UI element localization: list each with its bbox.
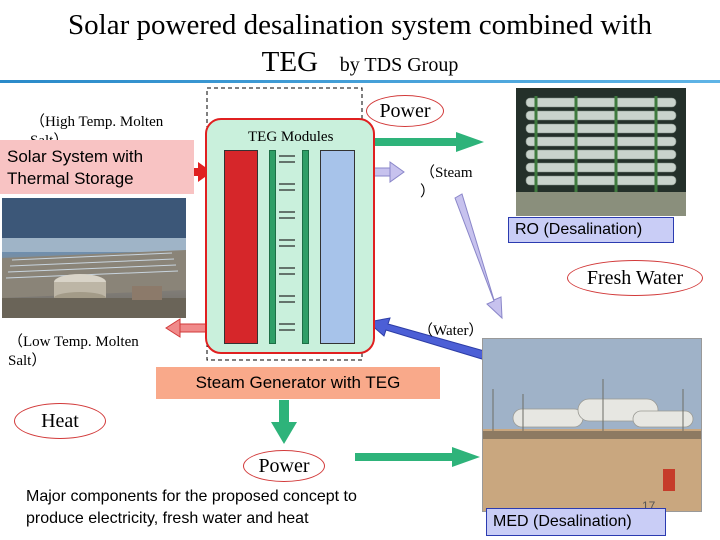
title-teg: TEG xyxy=(261,46,319,78)
med-label-box: MED (Desalination) xyxy=(486,508,666,536)
solar-system-box: Solar System with Thermal Storage xyxy=(0,140,194,194)
caption: Major components for the proposed concep… xyxy=(26,486,357,530)
teg-hot-plate xyxy=(224,150,258,344)
low-temp-label: （Low Temp. Molten Salt） xyxy=(8,334,139,369)
power-arrow-top xyxy=(360,132,484,152)
caption-line2: produce electricity, fresh water and hea… xyxy=(26,510,309,527)
heat-ellipse: Heat xyxy=(14,403,106,439)
slide-title-line1: Solar powered desalination system combin… xyxy=(68,9,652,41)
ro-label: RO (Desalination) xyxy=(515,221,643,238)
water-label: （Water） xyxy=(418,323,484,339)
med-photo xyxy=(482,338,702,512)
power-top-label: Power xyxy=(379,99,431,122)
power-arrow-down xyxy=(271,400,297,444)
steam-label: （Steam ） xyxy=(420,165,473,200)
power-top-ellipse: Power xyxy=(366,95,444,127)
teg-cold-plate xyxy=(320,150,355,344)
solar-system-label-2: Thermal Storage xyxy=(7,169,134,188)
ro-plant-illustration xyxy=(516,88,686,216)
steam-generator-box: Steam Generator with TEG xyxy=(156,367,440,399)
steam-generator-label: Steam Generator with TEG xyxy=(195,373,401,392)
med-plant-illustration xyxy=(483,339,701,511)
fresh-water-ellipse: Fresh Water xyxy=(567,260,703,296)
title-byline: by TDS Group xyxy=(339,54,459,76)
teg-element-right xyxy=(302,150,309,344)
fresh-water-label: Fresh Water xyxy=(586,266,684,289)
steam-to-med-arrow xyxy=(454,193,503,320)
power-bottom-ellipse: Power xyxy=(243,450,325,482)
header-rule xyxy=(0,80,720,83)
med-label: MED (Desalination) xyxy=(493,513,632,530)
teg-connectors xyxy=(279,155,295,331)
solar-plant-illustration xyxy=(2,198,186,318)
solar-system-label-1: Solar System with xyxy=(7,147,144,166)
teg-element-left xyxy=(269,150,276,344)
solar-plant-photo xyxy=(2,198,186,318)
power-arrow-bottom xyxy=(355,447,480,467)
ro-photo xyxy=(516,88,686,216)
caption-line1: Major components for the proposed concep… xyxy=(26,488,357,505)
heat-label: Heat xyxy=(41,409,79,432)
teg-modules-label: TEG Modules xyxy=(248,129,334,145)
water-return-arrow xyxy=(366,317,489,360)
power-bottom-label: Power xyxy=(258,454,310,477)
ro-label-box: RO (Desalination) xyxy=(508,217,674,243)
slide-title-line2: TEG by TDS Group xyxy=(0,45,720,82)
